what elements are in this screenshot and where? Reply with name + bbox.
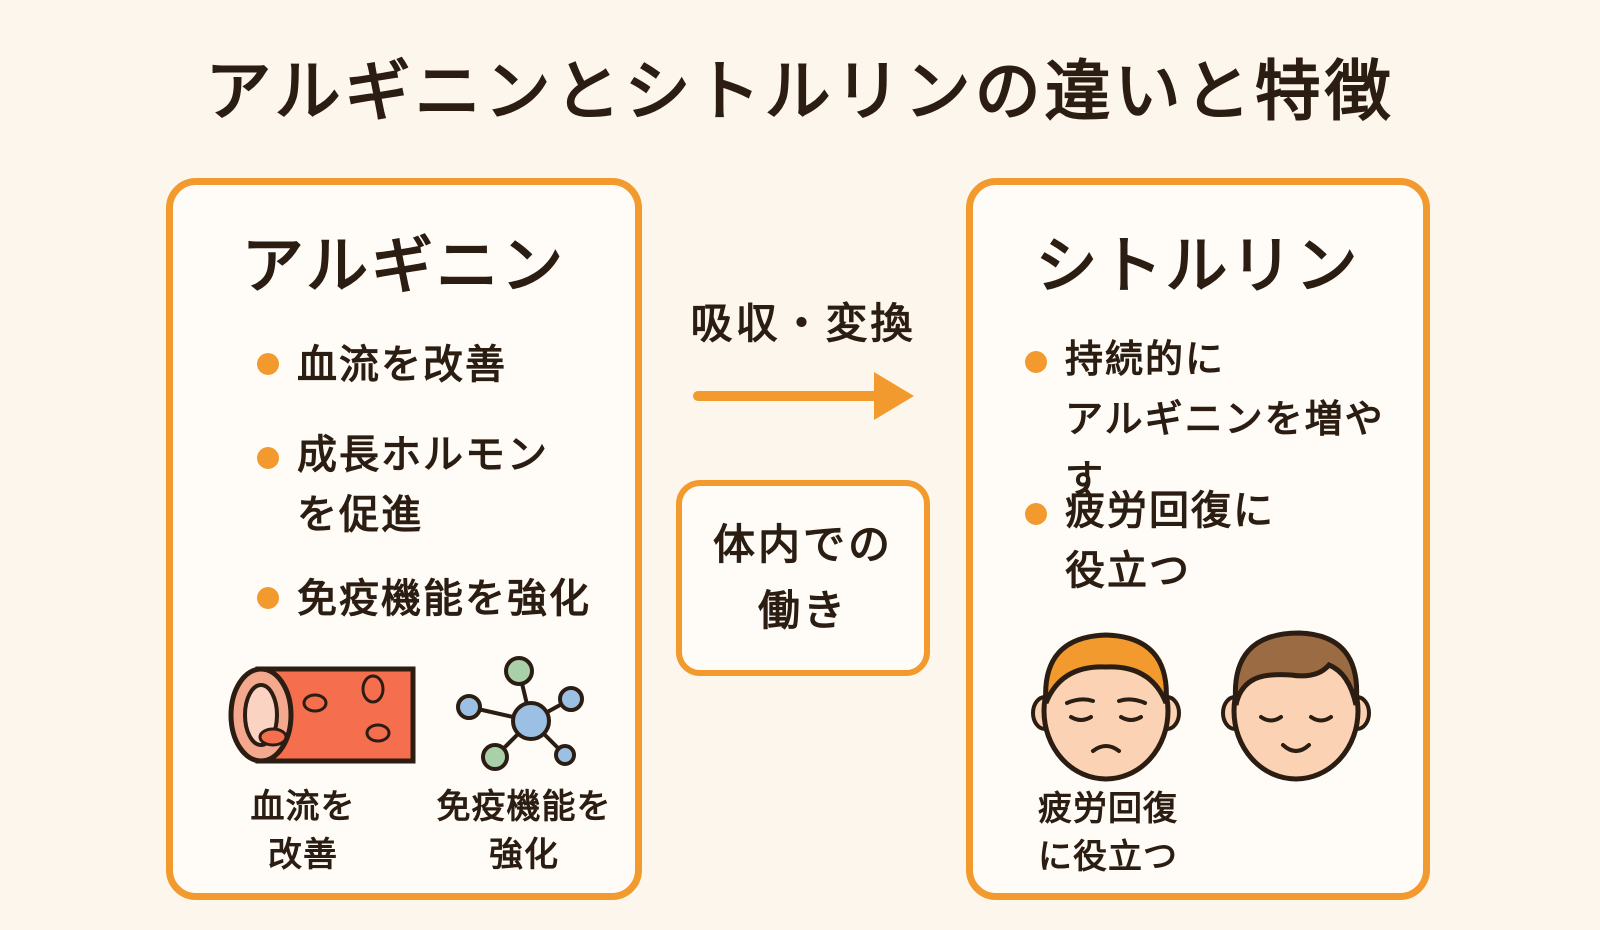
bullet-dot <box>257 447 279 469</box>
arginine-caption-1: 血流を 改善 <box>250 787 356 875</box>
bullet-dot <box>1025 503 1047 525</box>
arginine-bullet-3: 免疫機能を強化 <box>297 576 591 622</box>
citrulline-bullet-1: 持続的に アルギニンを増やす <box>1065 337 1385 501</box>
relaxed-face-icon <box>1221 630 1371 782</box>
citrulline-panel: シトルリン 持続的に アルギニンを増やす 疲労回復に 役立つ 疲労回復 に役立つ <box>966 178 1430 900</box>
arginine-title: アルギニン <box>241 229 567 302</box>
bullet-dot <box>1025 351 1047 373</box>
blood-vessel-icon <box>228 666 416 764</box>
body-function-box: 体内での 働き <box>676 480 930 676</box>
arrow-right-icon <box>693 372 914 420</box>
arginine-bullet-2: 成長ホルモン を促進 <box>297 432 549 538</box>
arginine-caption-2: 免疫機能を 強化 <box>436 787 612 875</box>
page-title: アルギニンとシトルリンの違いと特徴 <box>205 53 1395 130</box>
arginine-panel: アルギニン 血流を改善 成長ホルモン を促進 免疫機能を強化 血流を 改善 <box>166 178 642 900</box>
citrulline-caption-1: 疲労回復 に役立つ <box>1038 789 1178 877</box>
citrulline-bullet-2: 疲労回復に 役立つ <box>1065 488 1275 594</box>
absorption-label: 吸収・変換 <box>690 299 916 348</box>
body-function-label: 体内での 働き <box>712 520 893 635</box>
bullet-dot <box>257 587 279 609</box>
bullet-dot <box>257 353 279 375</box>
tired-face-icon <box>1031 632 1181 782</box>
molecule-icon <box>456 656 584 771</box>
citrulline-title: シトルリン <box>1035 229 1361 302</box>
arginine-bullet-1: 血流を改善 <box>297 342 507 388</box>
